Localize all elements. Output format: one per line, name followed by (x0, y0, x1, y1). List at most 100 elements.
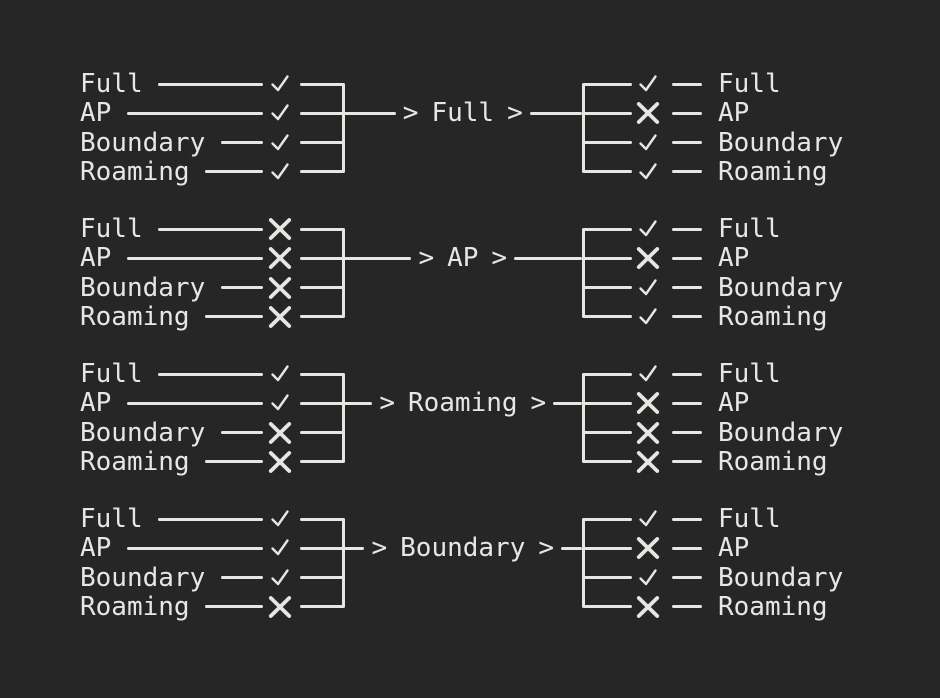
output-bracket-stub (583, 460, 632, 464)
arrow-head-icon: > (507, 98, 523, 129)
input-bracket-line (341, 82, 345, 174)
target-mode-label: Full (431, 98, 495, 129)
input-bracket-stub (300, 82, 344, 86)
check-icon (268, 536, 292, 560)
output-connector-line (672, 141, 702, 145)
output-mode-label: AP (718, 98, 750, 129)
arrow-head-icon: > (402, 98, 419, 129)
transition-arrow-line (553, 401, 582, 405)
check-icon (268, 101, 292, 125)
source-connector-line (205, 460, 263, 464)
source-mode-label: Roaming (80, 156, 190, 187)
cross-icon (636, 536, 660, 560)
cross-icon (636, 421, 660, 445)
input-bracket-line (341, 227, 345, 319)
output-bracket-stub (583, 546, 632, 550)
output-connector-line (672, 517, 702, 521)
output-bracket-stub (583, 170, 632, 174)
transition-arrow-line (344, 401, 373, 405)
output-bracket-stub (583, 517, 632, 521)
output-bracket-stub (583, 141, 632, 145)
cross-icon (636, 101, 660, 125)
check-icon (268, 131, 292, 155)
cross-icon (268, 595, 292, 619)
cross-icon (268, 421, 292, 445)
input-bracket-stub (300, 227, 344, 231)
input-bracket-line (341, 517, 345, 609)
output-connector-line (672, 170, 702, 174)
target-mode-label: Roaming (407, 388, 518, 419)
source-connector-line (220, 141, 263, 145)
input-bracket-stub (300, 170, 344, 174)
output-connector-line (672, 256, 702, 260)
output-connector-line (672, 111, 702, 115)
source-mode-label: Boundary (80, 562, 206, 593)
output-bracket-stub (583, 111, 632, 115)
transition-arrow-line (514, 256, 582, 260)
input-bracket-stub (300, 576, 344, 580)
check-icon (636, 131, 660, 155)
cross-icon (268, 217, 292, 241)
transition-arrow-line (561, 546, 582, 550)
input-bracket-stub (300, 517, 344, 521)
source-connector-line (126, 256, 263, 260)
cross-icon (636, 391, 660, 415)
check-icon (636, 217, 660, 241)
output-bracket-stub (583, 431, 632, 435)
source-connector-line (205, 170, 263, 174)
source-connector-line (205, 315, 263, 319)
target-mode-label: AP (447, 243, 479, 274)
output-mode-label: Full (718, 359, 781, 389)
input-bracket-stub (300, 605, 344, 609)
output-bracket-stub (583, 401, 632, 405)
source-mode-label: Roaming (80, 446, 190, 477)
source-connector-line (205, 605, 263, 609)
cross-icon (268, 276, 292, 300)
output-connector-line (672, 401, 702, 405)
source-mode-label: AP (80, 388, 112, 419)
input-bracket-stub (300, 256, 344, 260)
arrow-head-icon: > (538, 533, 555, 564)
check-icon (636, 160, 660, 184)
transition-arrow-line (529, 111, 582, 115)
transition-arrow: >Boundary> (344, 534, 582, 562)
target-mode-label: Boundary (400, 533, 526, 564)
cross-icon (636, 595, 660, 619)
input-bracket-stub (300, 141, 344, 145)
source-connector-line (158, 227, 263, 231)
input-bracket-stub (300, 431, 344, 435)
source-mode-label: Boundary (80, 272, 206, 303)
check-icon (636, 276, 660, 300)
output-bracket-stub (583, 372, 632, 376)
source-connector-line (158, 517, 263, 521)
source-connector-line (126, 111, 263, 115)
source-mode-label: AP (80, 533, 112, 564)
output-bracket-line (581, 82, 585, 174)
check-icon (268, 362, 292, 386)
source-connector-line (158, 372, 263, 376)
check-icon (636, 507, 660, 531)
source-connector-line (126, 401, 263, 405)
output-mode-label: Roaming (718, 591, 828, 622)
source-mode-label: Roaming (80, 591, 190, 622)
source-mode-label: Full (80, 214, 143, 244)
input-bracket-stub (300, 111, 344, 115)
output-connector-line (672, 546, 702, 550)
output-bracket-stub (583, 286, 632, 290)
cross-icon (268, 450, 292, 474)
output-mode-label: Roaming (718, 446, 828, 477)
source-connector-line (126, 546, 263, 550)
output-mode-label: Boundary (718, 417, 844, 448)
output-mode-label: AP (718, 388, 750, 419)
check-icon (636, 362, 660, 386)
output-bracket-stub (583, 227, 632, 231)
output-connector-line (672, 227, 702, 231)
output-mode-label: Roaming (718, 156, 828, 187)
arrow-head-icon: > (379, 388, 395, 419)
check-icon (636, 566, 660, 590)
output-mode-label: Full (718, 69, 781, 99)
source-mode-label: AP (80, 98, 112, 129)
output-bracket-stub (583, 576, 632, 580)
